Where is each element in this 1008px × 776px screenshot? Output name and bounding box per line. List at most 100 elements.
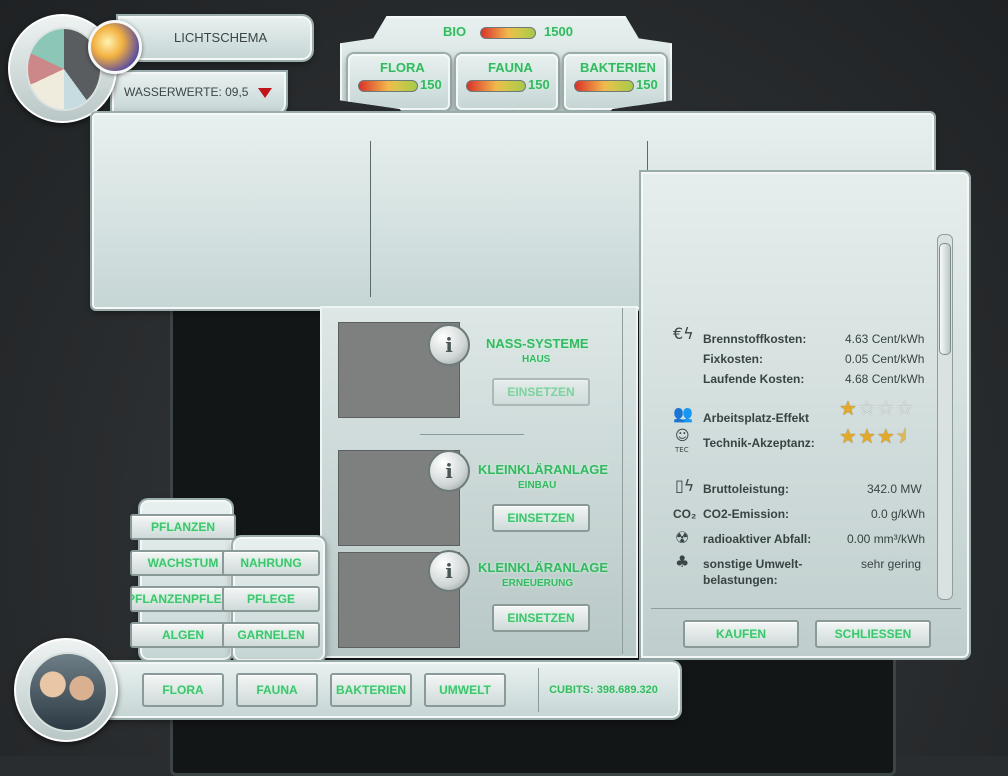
einsetzen-label: EINSETZEN <box>507 385 575 399</box>
umwelt-tab-button[interactable]: UMWELT <box>424 673 506 707</box>
einsetzen-label: EINSETZEN <box>507 611 575 625</box>
fauna-label: FAUNA <box>488 60 533 75</box>
fauna-bar <box>466 80 526 92</box>
tec-icon-text: TEC <box>675 446 689 454</box>
radiation-icon: ☢ <box>675 528 690 547</box>
bio-label: BIO <box>443 24 467 39</box>
nahrung-button[interactable]: NAHRUNG <box>222 550 320 576</box>
euro-lightning-icon: €ϟ <box>673 324 694 343</box>
algen-button[interactable]: ALGEN <box>130 622 236 648</box>
wachstum-button[interactable]: WACHSTUM <box>130 550 236 576</box>
entry-subtitle: ERNEUERUNG <box>502 578 574 589</box>
wasserwerte-panel[interactable]: WASSERWERTE: 09,5 <box>112 72 286 114</box>
list-scrollbar[interactable] <box>622 308 635 654</box>
star-icon: ☆ <box>895 396 915 420</box>
star-icon: ☆ <box>876 396 896 420</box>
lichtschema-label: LICHTSCHEMA <box>174 30 268 45</box>
pflanzenpflege-label: PFLANZENPFLEGE <box>130 592 236 606</box>
star-icon: ★ <box>839 424 858 448</box>
fauna-tab-label: FAUNA <box>256 683 298 697</box>
row-label: Laufende Kosten: <box>703 372 805 386</box>
pflanzen-label: PFLANZEN <box>151 520 215 534</box>
einsetzen-button[interactable]: EINSETZEN <box>492 604 590 632</box>
entry-title: KLEINKLÄRANLAGE <box>478 462 608 477</box>
row-value: 0.00 mm³/kWh <box>847 532 926 546</box>
bio-value: 1500 <box>544 24 573 39</box>
garnelen-button[interactable]: GARNELEN <box>222 622 320 648</box>
row-label-2: belastungen: <box>703 573 778 587</box>
kaufen-button[interactable]: KAUFEN <box>683 620 799 648</box>
bio-bar <box>480 27 536 39</box>
bakterien-tab-label: BAKTERIEN <box>335 683 406 697</box>
flora-tab-button[interactable]: FLORA <box>142 673 224 707</box>
flora-bar <box>358 80 418 92</box>
bakterien-value: 150 <box>636 77 658 92</box>
scroll-thumb[interactable] <box>939 243 951 355</box>
star-icon: ★ <box>876 424 896 448</box>
workers-icon: 👥 <box>673 404 693 423</box>
detail-scrollbar[interactable] <box>937 234 953 600</box>
garnelen-label: GARNELEN <box>237 628 305 642</box>
einsetzen-button-disabled[interactable]: EINSETZEN <box>492 378 590 406</box>
star-icon: ☆ <box>857 396 877 420</box>
row-label: Technik-Akzeptanz: <box>703 436 815 450</box>
schliessen-label: SCHLIESSEN <box>834 627 912 641</box>
technology-image <box>338 322 460 418</box>
panel-divider <box>370 141 371 297</box>
technik-stars: ★★★⯨ <box>839 422 907 456</box>
bakterien-bar <box>574 80 634 92</box>
fauna-box[interactable]: FAUNA 150 <box>456 54 558 110</box>
info-glyph: i <box>445 559 453 583</box>
list-separator <box>420 434 524 435</box>
star-icon: ★ <box>839 396 858 420</box>
pflege-label: PFLEGE <box>246 592 295 606</box>
co2-icon: CO₂ <box>673 507 697 521</box>
row-value: 0.0 g/kWh <box>871 507 926 521</box>
einsetzen-button[interactable]: EINSETZEN <box>492 504 590 532</box>
pflanzenpflege-button[interactable]: PFLANZENPFLEGE <box>130 586 236 612</box>
sun-icon[interactable] <box>88 20 142 74</box>
info-icon[interactable]: i <box>428 324 470 366</box>
row-value: 0.05 Cent/kWh <box>845 352 925 366</box>
schliessen-button[interactable]: SCHLIESSEN <box>815 620 931 648</box>
pflege-button[interactable]: PFLEGE <box>222 586 320 612</box>
info-icon[interactable]: i <box>428 450 470 492</box>
flora-box[interactable]: FLORA 150 <box>348 54 450 110</box>
wasserwerte-label: WASSERWERTE: 09,5 <box>124 85 249 99</box>
bakterien-box[interactable]: BAKTERIEN 150 <box>564 54 666 110</box>
lichtschema-button[interactable]: LICHTSCHEMA <box>118 16 312 60</box>
info-glyph: i <box>445 333 453 357</box>
bakterien-tab-button[interactable]: BAKTERIEN <box>330 673 412 707</box>
avatar-portrait <box>28 652 108 732</box>
flora-label: FLORA <box>380 60 425 75</box>
nahrung-label: NAHRUNG <box>240 556 302 570</box>
algen-label: ALGEN <box>162 628 204 642</box>
flora-value: 150 <box>420 77 442 92</box>
info-icon[interactable]: i <box>428 550 470 592</box>
umwelt-tab-label: UMWELT <box>439 683 491 697</box>
row-value: 4.68 Cent/kWh <box>845 372 925 386</box>
tree-icon: ♣ <box>675 552 690 571</box>
row-value: 4.63 Cent/kWh <box>845 332 925 346</box>
entry-subtitle: HAUS <box>522 354 551 365</box>
entry-subtitle: EINBAU <box>518 480 557 491</box>
row-value: 342.0 MW <box>867 482 922 496</box>
row-label: sonstige Umwelt- <box>703 557 803 571</box>
row-label: Bruttoleistung: <box>703 482 789 496</box>
star-icon: ★ <box>857 424 877 448</box>
arbeitsplatz-stars: ★☆☆☆ <box>839 396 915 420</box>
row-label: Arbeitsplatz-Effekt <box>703 411 810 425</box>
row-label: Brennstoffkosten: <box>703 332 807 346</box>
detail-panel: €ϟ Brennstoffkosten: 4.63 Cent/kWh Fixko… <box>641 172 969 658</box>
smiley-tec-icon: ☺ <box>675 428 690 444</box>
info-glyph: i <box>445 459 453 483</box>
avatar[interactable] <box>14 638 118 742</box>
fauna-value: 150 <box>528 77 550 92</box>
pflanzen-button[interactable]: PFLANZEN <box>130 514 236 540</box>
row-label: Fixkosten: <box>703 352 764 366</box>
einsetzen-label: EINSETZEN <box>507 511 575 525</box>
row-label: CO2-Emission: <box>703 507 790 521</box>
flora-tab-label: FLORA <box>162 683 204 697</box>
cubits-display: CUBITS: 398.689.320 <box>538 668 668 712</box>
fauna-tab-button[interactable]: FAUNA <box>236 673 318 707</box>
